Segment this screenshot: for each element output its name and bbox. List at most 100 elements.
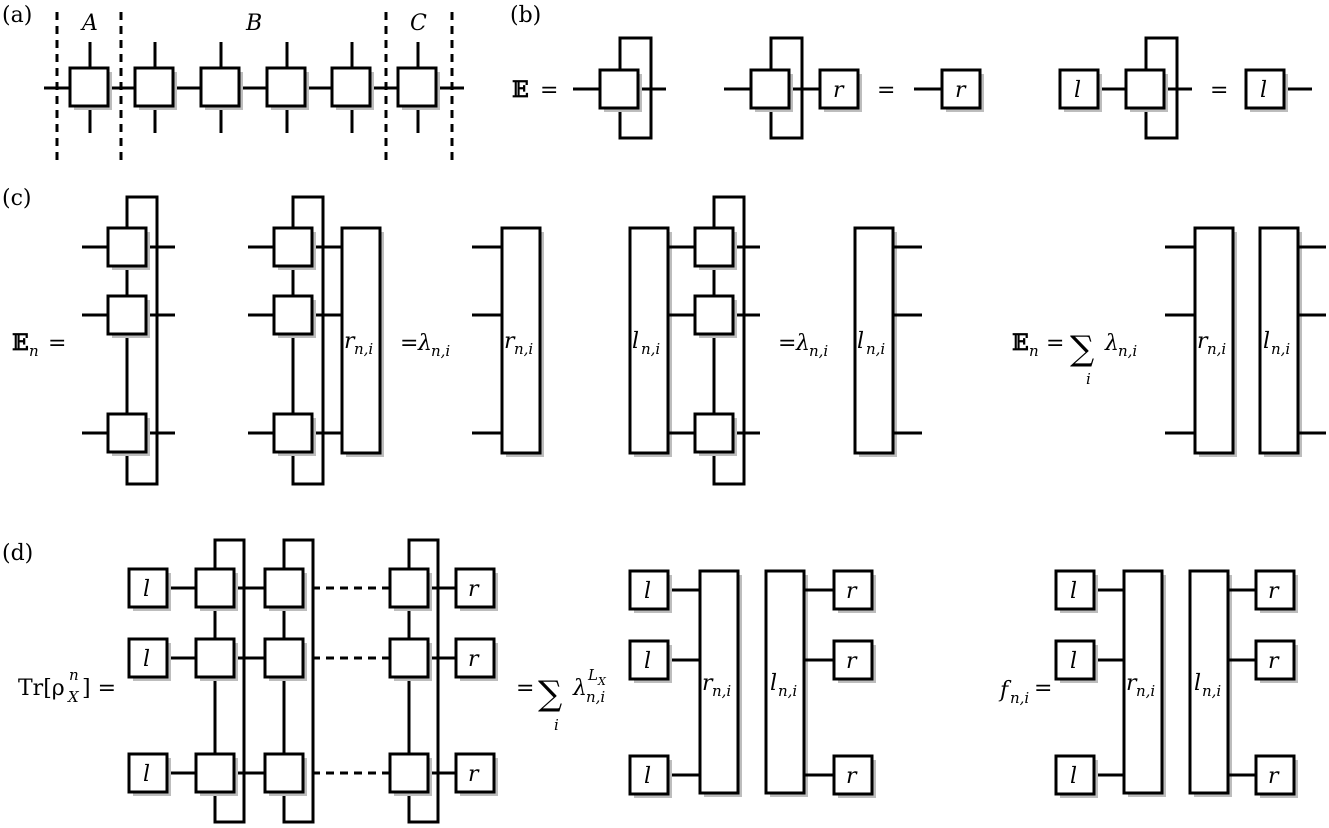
- lambda-subscript: n,i: [1118, 342, 1137, 360]
- lambda-symbol: λ: [572, 676, 587, 701]
- f-diagram: l l l r n,i l n,i r r r: [1054, 569, 1298, 798]
- sum-symbol: ∑: [538, 674, 562, 714]
- sum-symbol: ∑: [1070, 329, 1094, 369]
- trace-superscript: n: [69, 666, 79, 684]
- panel-b-label: (b): [510, 3, 541, 28]
- En-subscript: n: [29, 342, 39, 360]
- l-boundary-label: l: [143, 577, 150, 602]
- r-boundary-label: r: [468, 762, 480, 787]
- r-eigen-subscript: n,i: [712, 682, 731, 700]
- r-boundary-label: r: [1268, 649, 1280, 674]
- equals-sign: =: [516, 676, 534, 701]
- r-boundary-label: r: [846, 764, 858, 789]
- mps-site: [199, 42, 243, 133]
- lambda-symbol: λ: [1104, 331, 1119, 356]
- r-eigen-subscript: n,i: [354, 340, 373, 358]
- lambda-symbol: λ: [417, 331, 432, 356]
- l-eigen-subscript: n,i: [866, 340, 885, 358]
- equals-sign: =: [877, 78, 895, 103]
- r-boundary-label: r: [468, 647, 480, 672]
- transfer-matrix-symbol: 𝔼: [512, 77, 529, 103]
- l-eigen-subscript: n,i: [778, 682, 797, 700]
- l-eigen-label: l: [1194, 671, 1201, 696]
- trace-text: Tr[ρ: [18, 676, 65, 701]
- f-subscript: n,i: [1010, 689, 1029, 707]
- equals-sign: =: [400, 331, 418, 356]
- En-left-eigen-diagram: l n,i: [628, 195, 760, 486]
- r-eigen-label: r: [1197, 329, 1209, 354]
- l-eigen-label: l: [857, 329, 864, 354]
- r-boundary-label: r: [1268, 764, 1280, 789]
- r-boundary-label: r: [846, 649, 858, 674]
- lambda-superscript-sub: X: [597, 675, 607, 688]
- sum-index: i: [554, 716, 559, 734]
- l-tensor-label: l: [1260, 78, 1267, 103]
- En-symbol: 𝔼: [12, 330, 29, 356]
- l-boundary-label: l: [1070, 764, 1077, 789]
- lambda-subscript: n,i: [431, 342, 450, 360]
- mps-site: [68, 42, 112, 133]
- region-a-label: A: [80, 11, 98, 36]
- left-fixed-point-diagram: l: [1058, 36, 1192, 140]
- r-tensor: r: [914, 68, 984, 112]
- mps-site: [265, 42, 309, 133]
- En-decomposition: r n,i l n,i: [1165, 226, 1326, 457]
- lambda-superscript: L: [587, 666, 598, 684]
- r-boundary-label: r: [1268, 579, 1280, 604]
- l-eigen-label: l: [1263, 329, 1270, 354]
- equals-sign: =: [1210, 78, 1228, 103]
- sum-index: i: [1086, 370, 1091, 388]
- l-boundary-label: l: [143, 762, 150, 787]
- En-transfer-diagram: [82, 195, 175, 486]
- right-fixed-point-diagram: r: [724, 36, 862, 140]
- r-eigen-label: r: [344, 329, 356, 354]
- l-boundary-label: l: [1070, 649, 1077, 674]
- r-tensor-label: r: [955, 78, 967, 103]
- region-c-label: C: [410, 11, 427, 36]
- l-tensor: l: [1244, 68, 1312, 112]
- r-tensor-label: r: [833, 78, 845, 103]
- En-right-eigen-diagram: r n,i: [248, 195, 384, 486]
- mps-site: [330, 42, 374, 133]
- l-boundary-label: l: [644, 649, 651, 674]
- transfer-matrix-diagram: [573, 36, 666, 140]
- r-eigen-subscript: n,i: [1207, 340, 1226, 358]
- r-eigen-label: r: [1126, 671, 1138, 696]
- r-eigen-subscript: n,i: [514, 340, 533, 358]
- l-eigen-subscript: n,i: [1202, 682, 1221, 700]
- l-boundary-label: l: [1070, 579, 1077, 604]
- panel-a-mps-chain: [44, 12, 464, 160]
- panel-c-label: (c): [2, 186, 32, 211]
- r-eigen-tensor: r n,i: [472, 226, 544, 457]
- equals-sign: =: [540, 78, 558, 103]
- l-boundary-label: l: [644, 764, 651, 789]
- trace-subscript: X: [67, 688, 80, 706]
- r-boundary-label: r: [846, 579, 858, 604]
- trace-close: ] =: [82, 676, 116, 701]
- equals-sign: =: [48, 331, 66, 356]
- lambda-subscript: n,i: [809, 342, 828, 360]
- mps-site: [133, 42, 177, 133]
- l-eigen-subscript: n,i: [1271, 340, 1290, 358]
- lambda-symbol: λ: [795, 331, 810, 356]
- mps-site: [396, 42, 440, 133]
- r-eigen-subscript: n,i: [1136, 682, 1155, 700]
- r-boundary-label: r: [468, 577, 480, 602]
- trace-decomposition: l l l r n,i l n,i r r r: [628, 569, 876, 798]
- equals-sign: =: [1034, 676, 1052, 701]
- lambda-subscript: n,i: [586, 688, 605, 706]
- equals-sign: =: [778, 331, 796, 356]
- r-eigen-label: r: [504, 329, 516, 354]
- En-symbol: 𝔼: [1012, 330, 1029, 356]
- l-eigen-label: l: [770, 671, 777, 696]
- equals-sign: =: [1046, 331, 1064, 356]
- l-eigen-subscript: n,i: [641, 340, 660, 358]
- trace-network-diagram: l l l r r r: [127, 538, 498, 824]
- En-subscript: n: [1029, 342, 1039, 360]
- l-boundary-label: l: [644, 579, 651, 604]
- panel-d-label: (d): [2, 541, 33, 566]
- l-eigen-label: l: [632, 329, 639, 354]
- l-boundary-label: l: [143, 647, 150, 672]
